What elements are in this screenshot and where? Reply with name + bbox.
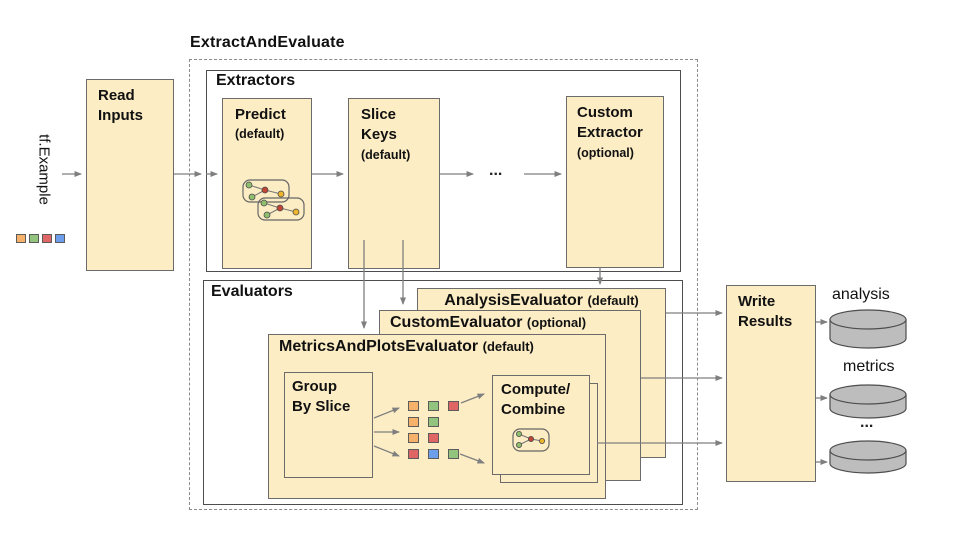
slice-square-red	[428, 433, 439, 443]
custom-extractor-label: Custom Extractor	[577, 104, 643, 142]
slice-grid	[408, 401, 459, 465]
slice-keys-label: Slice Keys	[361, 106, 397, 144]
custom-extractor-box: Custom Extractor (optional)	[566, 96, 664, 268]
example-square-green	[29, 234, 39, 243]
input-squares	[16, 234, 65, 243]
slice-row	[408, 449, 459, 459]
extractor-ellipsis: ...	[489, 162, 503, 179]
slice-square-red	[408, 449, 419, 459]
other-datastore-cylinder	[829, 440, 907, 474]
model-graph-icon	[242, 179, 305, 221]
extract-and-evaluate-container	[189, 59, 698, 510]
slice-square-red	[448, 401, 459, 411]
extractors-container	[206, 70, 681, 272]
pipeline-title: ExtractAndEvaluate	[190, 34, 345, 51]
predict-box: Predict (default)	[222, 98, 312, 269]
evaluators-container	[203, 280, 683, 505]
metrics-plots-evaluator-title: MetricsAndPlotsEvaluator (default)	[279, 338, 534, 355]
write-results-box: Write Results	[726, 285, 816, 482]
evaluators-label: Evaluators	[211, 283, 293, 300]
slice-row	[408, 417, 459, 427]
predict-label: Predict	[235, 106, 286, 123]
example-square-blue	[55, 234, 65, 243]
custom-extractor-sub: (optional)	[577, 145, 634, 160]
output-ellipsis: ...	[860, 414, 874, 431]
slice-keys-box: Slice Keys (default)	[348, 98, 440, 269]
custom-evaluator-title: CustomEvaluator (optional)	[390, 314, 587, 331]
slice-square-blue	[428, 449, 439, 459]
slice-keys-sub: (default)	[361, 147, 411, 162]
group-by-slice-box: Group By Slice	[284, 372, 373, 478]
slice-row	[408, 433, 459, 443]
analysis-evaluator-title: AnalysisEvaluator (default)	[444, 292, 639, 309]
output-metrics-label: metrics	[843, 358, 895, 375]
slice-square-green	[428, 401, 439, 411]
predict-sub: (default)	[235, 127, 285, 142]
compute-combine-label: Compute/ Combine	[501, 381, 571, 419]
tf-example-label: tf.Example	[35, 134, 53, 205]
combine-graph-icon	[512, 428, 550, 452]
output-analysis-label: analysis	[832, 286, 890, 303]
example-square-red	[42, 234, 52, 243]
slice-row	[408, 401, 459, 411]
analysis-datastore-cylinder	[829, 309, 907, 349]
slice-square-green	[448, 449, 459, 459]
slice-square-orange	[408, 417, 419, 427]
write-results-label: Write Results	[738, 293, 793, 331]
slice-square-green	[428, 417, 439, 427]
slice-square-orange	[408, 433, 419, 443]
slice-square-orange	[408, 401, 419, 411]
extractors-label: Extractors	[216, 72, 296, 89]
group-by-slice-label: Group By Slice	[292, 378, 351, 416]
example-square-orange	[16, 234, 26, 243]
compute-combine-box: Compute/ Combine	[492, 375, 590, 475]
read-inputs-box: Read Inputs	[86, 79, 174, 271]
read-inputs-label: Read Inputs	[98, 87, 143, 125]
